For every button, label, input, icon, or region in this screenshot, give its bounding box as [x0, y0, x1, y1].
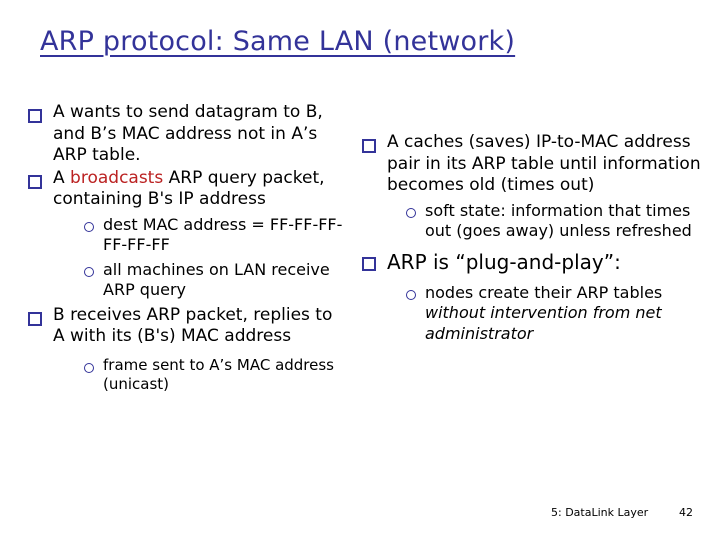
list-item: all machines on LAN receive ARP query	[28, 260, 348, 301]
list-item: frame sent to A’s MAC address (unicast)	[28, 356, 348, 395]
list-item-label: A broadcasts ARP query packet, containin…	[53, 168, 348, 211]
list-item-text-before: nodes create their ARP tables	[425, 282, 663, 302]
list-item: dest MAC address = FF-FF-FF-FF-FF-FF	[28, 215, 348, 256]
list-item: soft state: information that times out (…	[362, 201, 714, 242]
spacer	[28, 349, 348, 356]
list-item-label: all machines on LAN receive ARP query	[103, 259, 330, 300]
square-bullet-icon	[28, 311, 42, 326]
list-item-label: ARP is “plug-and-play”:	[387, 249, 621, 274]
list-item: B receives ARP packet, replies to A with…	[28, 305, 348, 348]
footer-page-number: 42	[679, 506, 693, 519]
list-item-label: A caches (saves) IP-to-MAC address pair …	[387, 132, 701, 195]
slide-footer: 5: DataLink Layer 42	[0, 506, 720, 526]
list-item-label: dest MAC address = FF-FF-FF-FF-FF-FF	[103, 214, 343, 255]
circle-bullet-icon	[84, 362, 94, 373]
left-content-column: A wants to send datagram to B, and B’s M…	[28, 102, 348, 396]
square-bullet-icon	[28, 174, 42, 189]
list-item-label: frame sent to A’s MAC address (unicast)	[103, 355, 334, 394]
list-item: A caches (saves) IP-to-MAC address pair …	[362, 132, 714, 197]
list-item-text-before: A	[53, 167, 71, 188]
square-bullet-icon	[362, 256, 376, 271]
circle-bullet-icon	[406, 207, 416, 218]
list-item-label: nodes create their ARP tables without in…	[425, 283, 714, 345]
list-item-text-after: ARP query packet, containing B's IP addr…	[53, 167, 325, 210]
list-item-highlight: broadcasts	[70, 167, 164, 188]
right-content-column: A caches (saves) IP-to-MAC address pair …	[362, 132, 714, 345]
circle-bullet-icon	[84, 221, 94, 232]
list-item: A wants to send datagram to B, and B’s M…	[28, 102, 348, 167]
square-bullet-icon	[28, 109, 42, 123]
list-item: A broadcasts ARP query packet, containin…	[28, 168, 348, 211]
list-item-label: A wants to send datagram to B, and B’s M…	[53, 102, 323, 165]
spacer	[362, 276, 714, 283]
spacer	[362, 243, 714, 250]
page-title: ARP protocol: Same LAN (network)	[40, 26, 516, 57]
list-item-label: B receives ARP packet, replies to A with…	[53, 304, 333, 347]
list-item-emphasis: without intervention from net administra…	[425, 303, 662, 343]
circle-bullet-icon	[84, 266, 94, 277]
footer-chapter-label: 5: DataLink Layer	[551, 506, 649, 519]
list-item: ARP is “plug-and-play”:	[362, 250, 714, 275]
square-bullet-icon	[362, 139, 376, 153]
list-item-label: soft state: information that times out (…	[425, 200, 692, 241]
list-item: nodes create their ARP tables without in…	[362, 283, 714, 345]
circle-bullet-icon	[406, 289, 416, 300]
